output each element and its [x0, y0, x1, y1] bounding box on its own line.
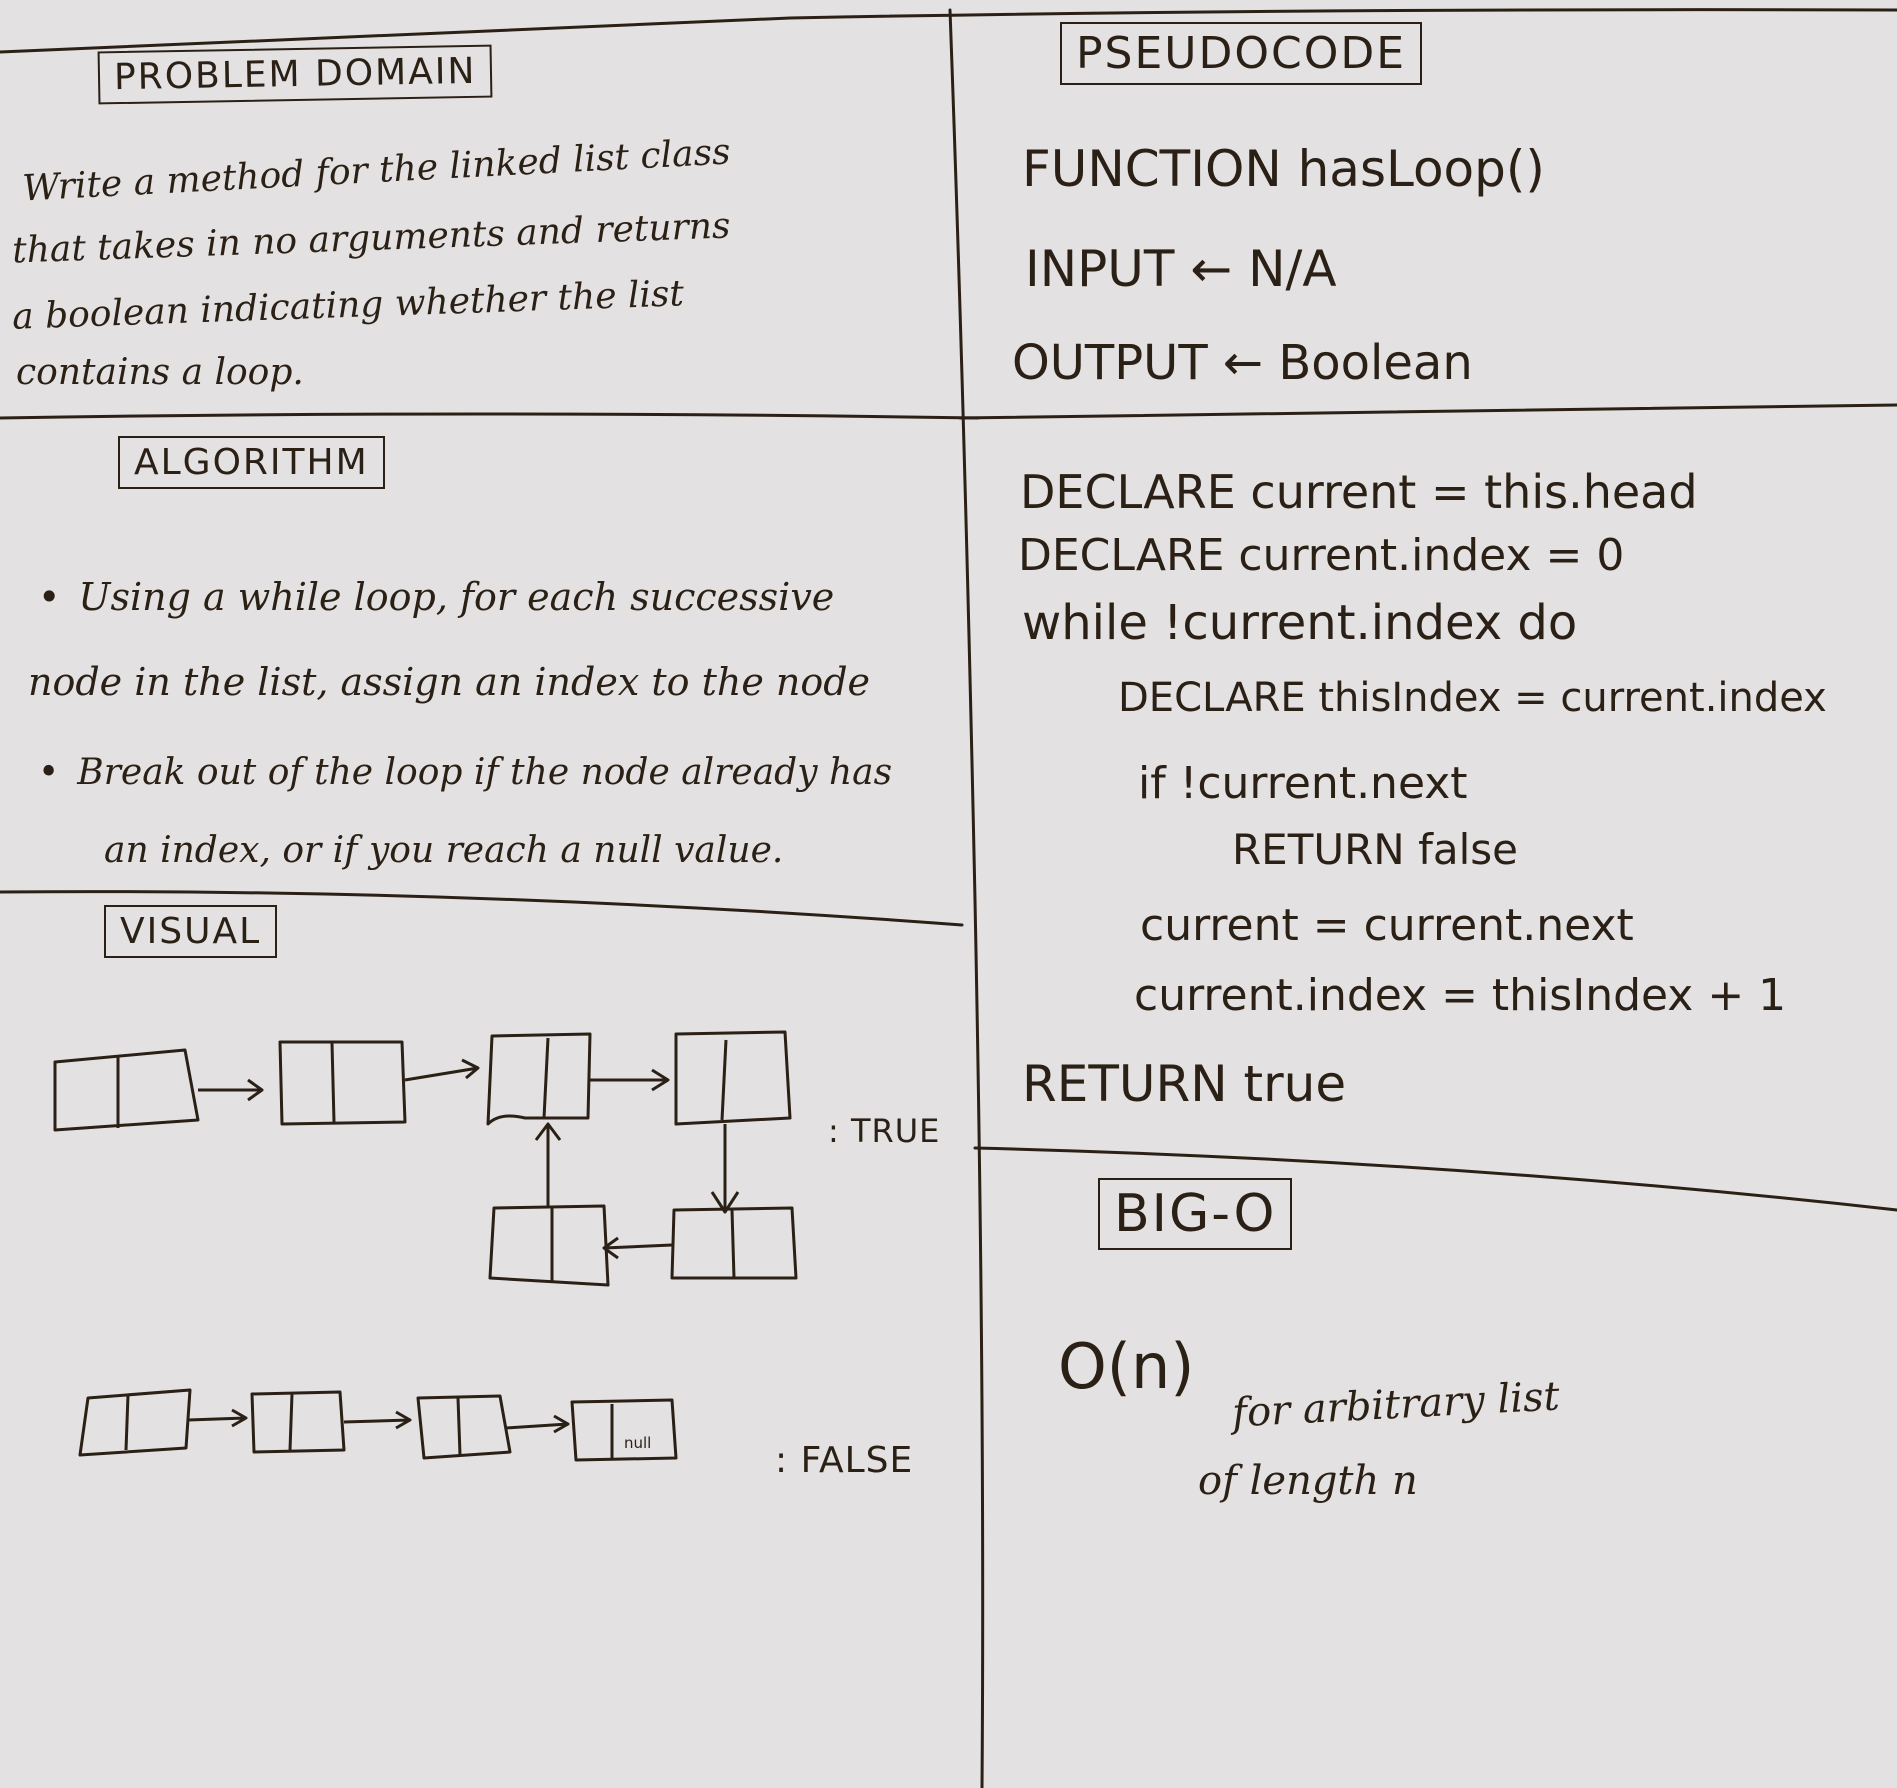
vertical-divider-line	[948, 8, 985, 1788]
node-box	[486, 1032, 592, 1126]
input-line: INPUT ← N/A	[1025, 240, 1337, 298]
node-box	[674, 1030, 792, 1126]
arrow	[590, 1068, 670, 1092]
null-label: null	[624, 1434, 651, 1452]
pseudocode-line-5: if !current.next	[1138, 758, 1468, 809]
problem-domain-heading: PROBLEM DOMAIN	[97, 44, 493, 105]
arrow	[187, 1408, 248, 1428]
pseudocode-line-2: DECLARE current.index = 0	[1018, 530, 1625, 581]
visual-true-diagram	[53, 1030, 798, 1287]
top-divider-line	[0, 8, 1897, 54]
arrow	[534, 1122, 562, 1206]
output-line: OUTPUT ← Boolean	[1012, 335, 1473, 391]
arrow	[198, 1078, 264, 1102]
node-box	[570, 1398, 678, 1462]
pseudocode-line-7: current = current.next	[1140, 900, 1634, 951]
problem-line-4: contains a loop.	[16, 352, 304, 393]
pseudocode-line-3: while !current.index do	[1022, 595, 1578, 651]
node-box	[78, 1388, 192, 1457]
complexity: O(n)	[1058, 1330, 1195, 1403]
pseudocode-line-1: DECLARE current = this.head	[1020, 465, 1698, 519]
big-o-heading: BIG-O	[1098, 1178, 1293, 1250]
arrow	[343, 1410, 412, 1430]
problem-algorithm-divider	[0, 412, 980, 420]
visual-false-diagram	[78, 1388, 678, 1462]
visual-heading: VISUAL	[104, 905, 278, 958]
arrow	[710, 1124, 740, 1214]
big-o-note-line-2: of length n	[1198, 1458, 1418, 1504]
function-line: FUNCTION hasLoop()	[1022, 140, 1545, 198]
pseudocode-bigo-divider	[973, 1146, 1897, 1212]
node-box	[250, 1390, 346, 1454]
arrow	[505, 1414, 570, 1434]
algorithm-bullet-1-line-1: Using a while loop, for each successive	[38, 575, 834, 619]
node-box	[488, 1204, 610, 1287]
pseudocode-line-6: RETURN false	[1232, 825, 1518, 874]
pseudocode-line-9: RETURN true	[1022, 1055, 1347, 1113]
node-box	[670, 1206, 798, 1280]
algorithm-bullet-1-line-2: node in the list, assign an index to the…	[28, 660, 871, 704]
algorithm-heading: ALGORITHM	[118, 436, 385, 489]
arrow	[404, 1058, 480, 1082]
pseudocode-top-divider	[958, 403, 1897, 420]
node-box	[416, 1394, 512, 1460]
node-box	[278, 1040, 407, 1126]
algorithm-visual-divider	[0, 890, 964, 927]
false-label: : FALSE	[775, 1440, 914, 1481]
pseudocode-heading: PSEUDOCODE	[1060, 22, 1423, 85]
pseudocode-line-4: DECLARE thisIndex = current.index	[1118, 675, 1827, 721]
algorithm-bullet-2-line-2: an index, or if you reach a null value.	[104, 830, 784, 871]
arrow	[602, 1236, 673, 1260]
algorithm-bullet-2-line-1: Break out of the loop if the node alread…	[38, 752, 892, 793]
true-label: : TRUE	[828, 1112, 941, 1150]
node-box	[53, 1048, 200, 1132]
pseudocode-line-8: current.index = thisIndex + 1	[1134, 970, 1787, 1021]
